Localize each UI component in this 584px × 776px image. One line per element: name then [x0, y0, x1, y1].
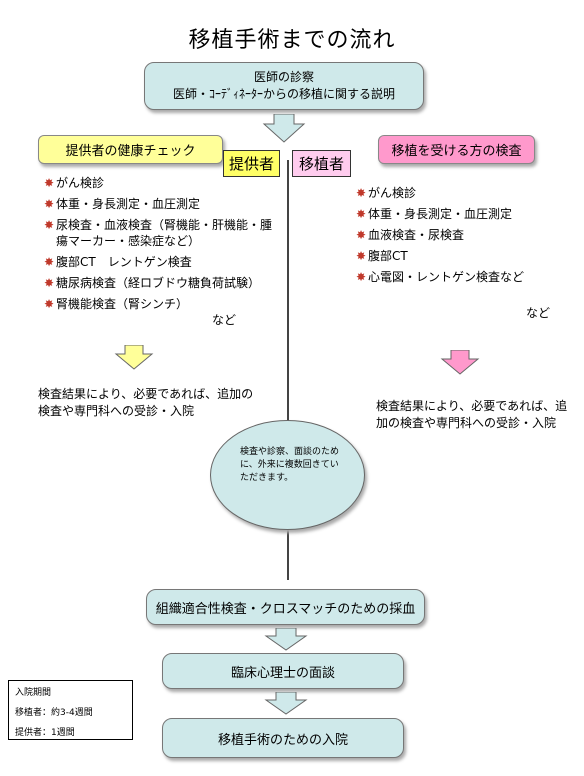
- donor-check-header: 提供者の健康チェック: [38, 135, 223, 164]
- bullet-icon: ✸: [356, 270, 367, 284]
- bullet-icon: ✸: [44, 176, 55, 190]
- down-arrow-icon: [264, 692, 308, 715]
- hospital-admission-box: 移植手術のための入院: [162, 718, 404, 758]
- hospital-admission-label: 移植手術のための入院: [217, 732, 348, 748]
- recipient-result-text: 検査結果により、必要であれば、追加の検査や専門科への受診・入院: [376, 399, 568, 430]
- bullet-icon: ✸: [44, 276, 55, 290]
- consultation-line-2: 医師・ｺｰﾃﾞｨﾈｰﾀｰからの移植に関する説明: [172, 87, 395, 101]
- outpatient-visits-ellipse: [210, 420, 365, 530]
- outpatient-visits-text: 検査や診察、面談のために、外来に複数回きていただきます。: [240, 447, 340, 483]
- psychologist-interview-label: 臨床心理士の面談: [230, 665, 335, 681]
- recipient-etc: など: [526, 306, 551, 320]
- hospitalization-period-box: 入院期間 移植者：約3-4週間 提供者：1週間: [8, 680, 133, 740]
- list-item: ✸体重・身長測定・血圧測定: [356, 207, 513, 221]
- list-item: ✸腹部CT: [356, 249, 408, 263]
- recipient-tag: 移植者: [292, 150, 351, 177]
- psychologist-interview-box: 臨床心理士の面談: [162, 653, 404, 689]
- period-recipient: 移植者：約3-4週間: [15, 708, 93, 718]
- tissue-typing-label: 組織適合性検査・クロスマッチのための採血: [155, 601, 416, 617]
- donor-result-text: 検査結果により、必要であれば、追加の検査や専門科への受診・入院: [38, 387, 254, 418]
- donor-etc: など: [212, 313, 237, 327]
- consultation-line-1: 医師の診察: [253, 70, 314, 84]
- period-heading: 入院期間: [15, 688, 52, 698]
- list-item: ✸糖尿病検査（経ロブドウ糖負荷試験）: [44, 276, 261, 290]
- bullet-icon: ✸: [356, 228, 367, 242]
- list-item: ✸がん検診: [44, 176, 105, 190]
- donor-exam-list: ✸がん検診 ✸体重・身長測定・血圧測定 ✸尿検査・血液検査（腎機能・肝機能・腫瘍…: [44, 175, 276, 317]
- list-item: ✸腹部CT レントゲン検査: [44, 255, 192, 269]
- donor-tag: 提供者: [223, 150, 280, 177]
- bullet-icon: ✸: [356, 186, 367, 200]
- recipient-exam-header: 移植を受ける方の検査: [378, 135, 535, 164]
- tissue-typing-box: 組織適合性検査・クロスマッチのための採血: [146, 589, 425, 625]
- bullet-icon: ✸: [44, 255, 55, 269]
- list-item: ✸体重・身長測定・血圧測定: [44, 197, 201, 211]
- list-item: ✸がん検診: [356, 186, 417, 200]
- bullet-icon: ✸: [44, 297, 55, 311]
- bullet-icon: ✸: [44, 197, 55, 211]
- page-title: 移植手術までの流れ: [188, 28, 396, 53]
- bullet-icon: ✸: [356, 207, 367, 221]
- list-item: ✸尿検査・血液検査（腎機能・肝機能・腫瘍マーカー・感染症など）: [44, 218, 273, 248]
- bullet-icon: ✸: [44, 218, 55, 232]
- bullet-icon: ✸: [356, 249, 367, 263]
- recipient-exam-list: ✸がん検診 ✸体重・身長測定・血圧測定 ✸血液検査・尿検査 ✸腹部CT ✸心電図…: [356, 185, 576, 290]
- down-arrow-icon: [264, 628, 308, 651]
- down-arrow-icon: [262, 114, 306, 143]
- list-item: ✸心電図・レントゲン検査など: [356, 270, 525, 284]
- donor-down-arrow-icon: [114, 345, 154, 370]
- list-item: ✸血液検査・尿検査: [356, 228, 465, 242]
- column-divider: [287, 160, 289, 580]
- recipient-down-arrow-icon: [440, 350, 480, 375]
- period-donor: 提供者：1週間: [15, 728, 75, 738]
- doctor-consultation-box: 医師の診察 医師・ｺｰﾃﾞｨﾈｰﾀｰからの移植に関する説明: [144, 62, 424, 110]
- list-item: ✸腎機能検査（腎シンチ）: [44, 297, 189, 311]
